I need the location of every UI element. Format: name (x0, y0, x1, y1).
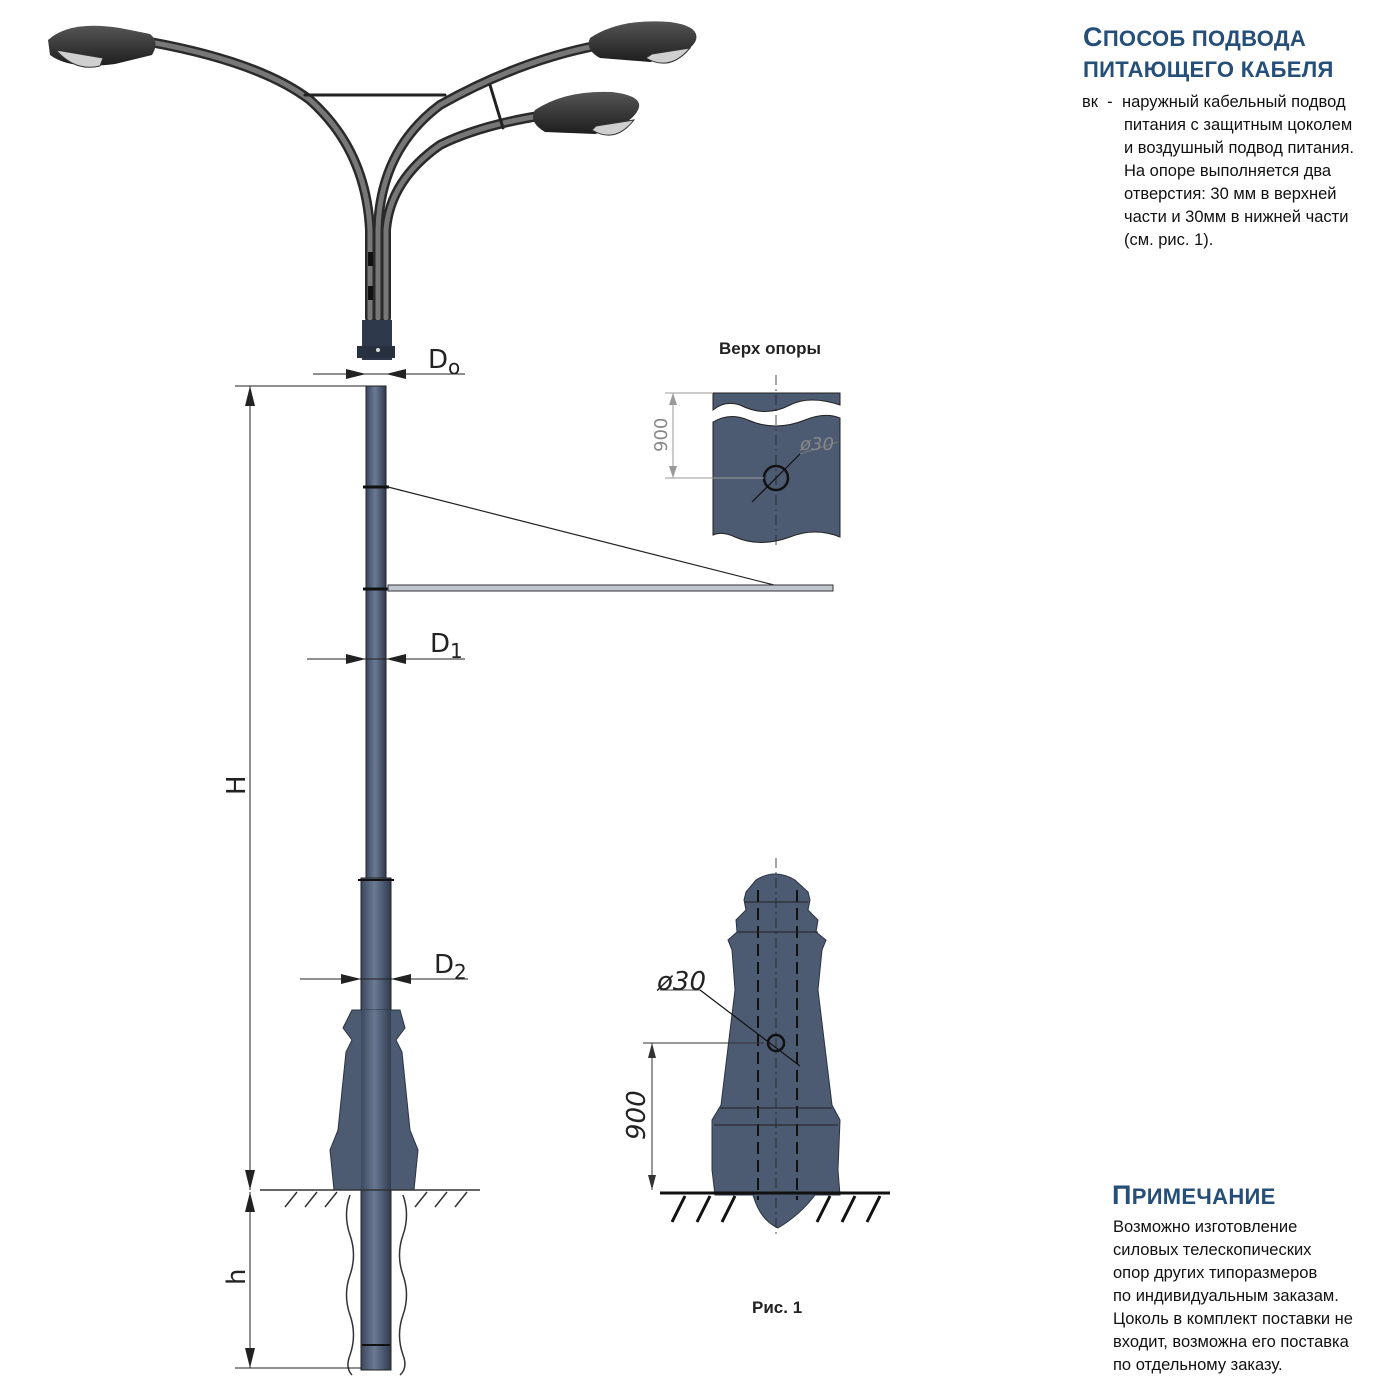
d2-label: D2 (434, 950, 467, 984)
note-line-4: Цоколь в комплект поставки не (1113, 1310, 1353, 1328)
cable-line-6: (см. рис. 1). (1124, 231, 1214, 249)
base-detail (643, 858, 890, 1235)
note-line-5: входит, возможна его поставка (1113, 1333, 1349, 1351)
ground-main (260, 1189, 480, 1376)
mount-sleeve (357, 320, 395, 360)
pole-shaft (358, 385, 394, 1371)
note-line-3: по индивидуальным заказам. (1113, 1287, 1339, 1305)
pole-base (329, 1009, 419, 1191)
top-detail (665, 375, 841, 545)
note-line-0: Возможно изготовление (1113, 1218, 1298, 1236)
lamp-right-bottom (532, 91, 640, 136)
cable-code: вк - (1082, 93, 1113, 111)
dimensions-main (235, 369, 468, 1369)
lamp-right-top (588, 21, 697, 64)
cable-line-3: На опоре выполняется два (1124, 162, 1332, 180)
cable-line-1: питания с защитным цоколем (1124, 116, 1353, 134)
d0-label: Do (428, 345, 460, 379)
height-H-label: H (222, 775, 252, 795)
note-line-2: опор других типоразмеров (1113, 1264, 1318, 1282)
note-title: ПРИМЕЧАНИЕ (1112, 1180, 1276, 1210)
note-line-1: силовых телескопических (1113, 1241, 1312, 1259)
figure-caption: Рис. 1 (752, 1298, 802, 1317)
top-900-label: 900 (651, 418, 672, 452)
d1-label: D1 (430, 629, 463, 663)
cable-line-4: отверстия: 30 мм в верхней (1124, 185, 1337, 203)
top-dia-label: ø30 (799, 434, 834, 455)
lamp-left (48, 25, 156, 68)
height-h-label: h (222, 1269, 252, 1285)
base-dia-label: ø30 (656, 967, 706, 997)
cable-line-0: наружный кабельный подвод (1122, 93, 1346, 111)
bracket-arms (145, 37, 605, 323)
cable-line-5: части и 30мм в нижней части (1124, 208, 1349, 226)
base-900-label: 900 (622, 1090, 652, 1140)
cable-line-2: и воздушный подвод питания. (1124, 139, 1354, 157)
section-pointer (387, 486, 834, 592)
cable-section-title: СПОСОБ ПОДВОДА ПИТАЮЩЕГО КАБЕЛЯ (1083, 22, 1334, 82)
top-detail-title: Верх опоры (719, 339, 821, 358)
note-line-6: по отдельному заказу. (1113, 1356, 1283, 1374)
